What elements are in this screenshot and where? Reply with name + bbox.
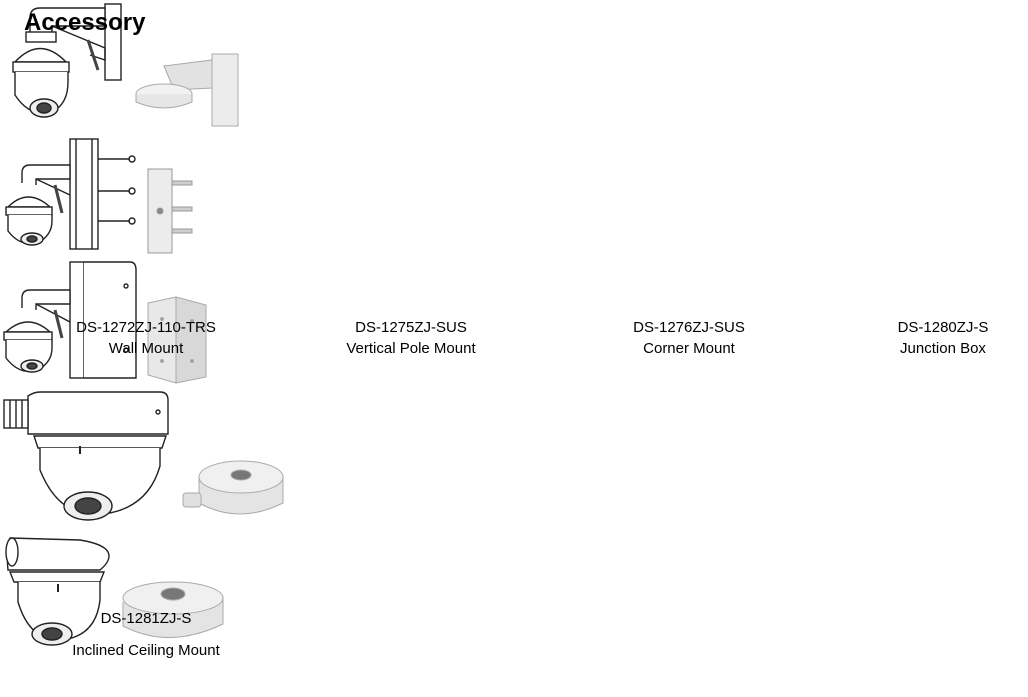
accessory-vertical-pole-mount: DS-1275ZJ-SUS Vertical Pole Mount [0,135,1028,357]
accessory-wall-mount: DS-1272ZJ-110-TRS Wall Mount [0,0,1028,357]
accessory-name: Vertical Pole Mount [346,340,476,357]
wall-mount-photo [135,53,239,127]
accessory-caption: DS-1276ZJ-SUS Corner Mount [579,317,799,359]
accessory-model: DS-1275ZJ-SUS [355,319,467,336]
junction-box-camera-drawing [3,391,169,521]
pole-mount-camera-drawing [5,138,136,250]
accessory-caption: DS-1275ZJ-SUS Vertical Pole Mount [301,317,521,359]
accessory-name: Junction Box [900,340,986,357]
accessory-name: Inclined Ceiling Mount [72,642,220,659]
accessory-caption: DS-1281ZJ-S Inclined Ceiling Mount [36,603,256,667]
accessory-model: DS-1280ZJ-S [897,319,989,336]
corner-mount-camera-drawing [3,261,137,379]
inclined-ceiling-photo [122,581,224,638]
accessory-name: Corner Mount [643,340,735,357]
inclined-ceiling-camera-drawing [5,537,110,646]
accessory-corner-mount: DS-1276ZJ-SUS Corner Mount [0,260,1028,390]
accessory-model: DS-1281ZJ-S [100,610,192,627]
corner-mount-photo [147,296,207,384]
accessory-name: Wall Mount [108,340,184,357]
page-title: Accessory [24,9,146,36]
accessory-caption: DS-1280ZJ-S Junction Box [833,317,1028,359]
wall-mount-camera-drawing [12,3,122,118]
accessory-inclined-ceiling-mount: DS-1281ZJ-S Inclined Ceiling Mount [0,530,1028,659]
junction-box-photo [182,460,284,515]
accessory-model: DS-1276ZJ-SUS [633,319,745,336]
accessory-junction-box: DS-1280ZJ-S Junction Box [0,319,1028,530]
accessory-caption: DS-1272ZJ-110-TRS Wall Mount [36,317,256,359]
pole-mount-photo [147,168,193,254]
accessory-model: DS-1272ZJ-110-TRS [76,319,216,336]
